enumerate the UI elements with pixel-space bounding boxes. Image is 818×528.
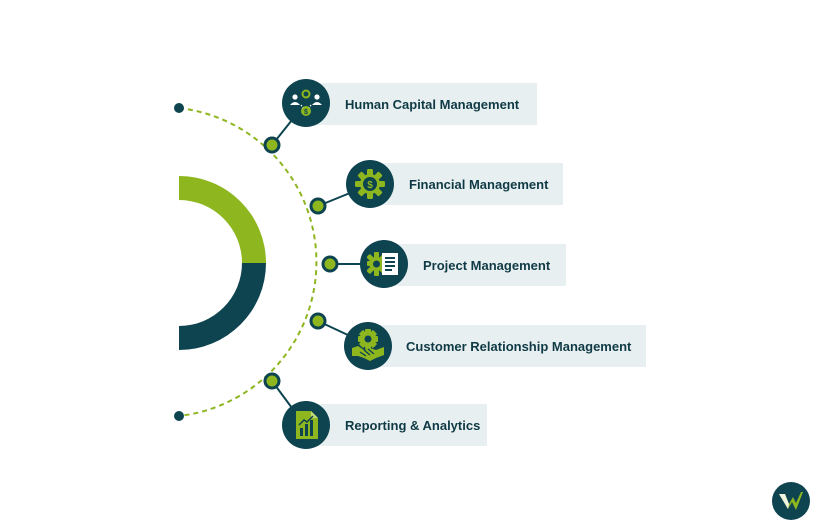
arc-node-2: [309, 197, 327, 215]
people-gear-dollar-icon: $: [282, 79, 330, 127]
label-text: Project Management: [423, 257, 551, 273]
arc-end-dot-top: [174, 103, 184, 113]
handshake-gear-icon: [344, 322, 392, 370]
gear-dollar-icon: $: [346, 160, 394, 208]
label-text: Reporting & Analytics: [345, 417, 481, 433]
gear-document-icon: [360, 240, 408, 288]
report-chart-icon: [282, 401, 330, 449]
arc-node-4: [309, 312, 327, 330]
arc-node-3: [321, 255, 339, 273]
label-text: Human Capital Management: [345, 96, 520, 112]
label-reporting-analytics: Reporting & Analytics: [306, 404, 487, 446]
handshake-gear-glyph: [352, 329, 384, 361]
label-human-capital-management: Human Capital Management: [306, 83, 537, 125]
label-text: Financial Management: [409, 176, 549, 192]
brand-logo-icon: [772, 482, 810, 520]
donut-arc-dark: [179, 263, 266, 350]
arc-node-1: [263, 136, 281, 154]
brand-logo-glyph: [779, 492, 803, 510]
arc-node-5: [263, 372, 281, 390]
label-text: Customer Relationship Management: [406, 338, 632, 354]
report-chart-glyph: [296, 411, 318, 439]
donut-arc-green: [179, 176, 266, 263]
svg-text:$: $: [304, 109, 308, 116]
svg-text:$: $: [367, 180, 373, 191]
label-customer-relationship-management: Customer Relationship Management: [368, 325, 646, 367]
dashed-arc: [178, 107, 318, 417]
label-financial-management: Financial Management: [370, 163, 563, 205]
arc-end-dot-bottom: [174, 411, 184, 421]
gear-dollar-glyph: $: [355, 169, 385, 199]
people-gear-dollar-glyph: $: [290, 89, 322, 116]
label-project-management: Project Management: [384, 244, 566, 286]
gear-document-glyph: [367, 252, 398, 276]
arc-nodes: [263, 136, 339, 390]
